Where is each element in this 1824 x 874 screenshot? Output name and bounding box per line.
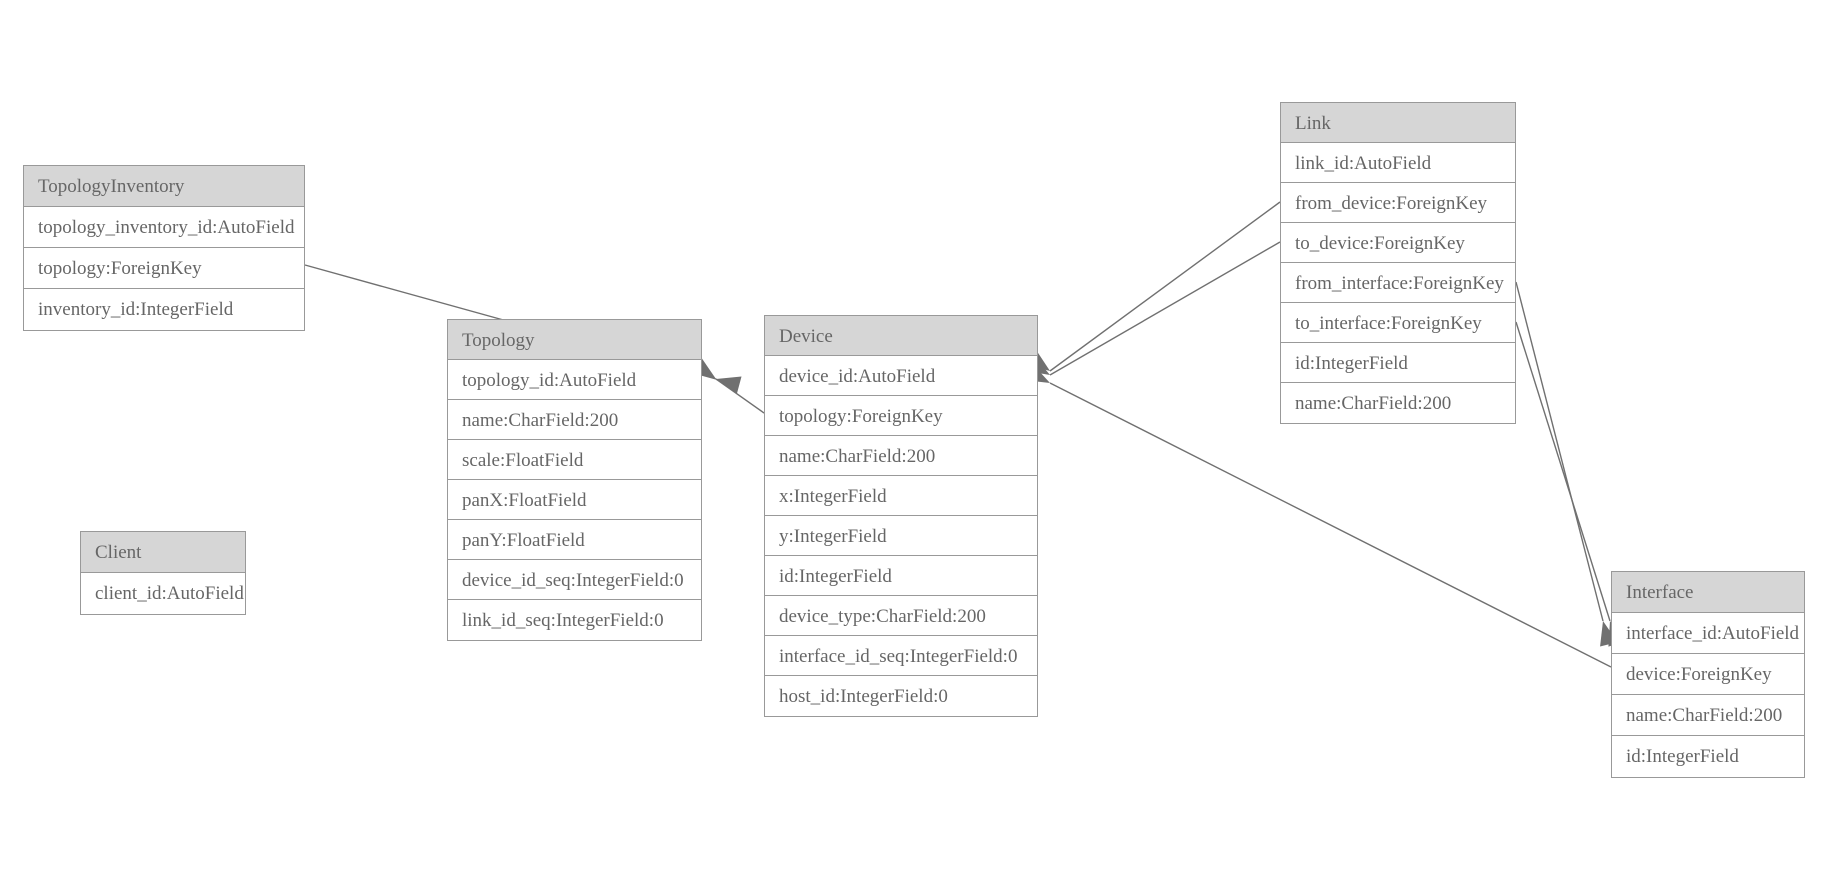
relationship-line: [1049, 241, 1281, 376]
entity-field: host_id:IntegerField:0: [765, 676, 1037, 716]
entity-title-topology_inventory: TopologyInventory: [24, 166, 304, 207]
entity-field: device_id_seq:IntegerField:0: [448, 560, 701, 600]
entity-field: name:CharField:200: [765, 436, 1037, 476]
rel-link-todevice: [1024, 241, 1281, 376]
entity-field: x:IntegerField: [765, 476, 1037, 516]
rel-link-frominterface: [1515, 281, 1618, 647]
rel-link-tointerface: [1515, 321, 1626, 647]
relationship-line: [1515, 321, 1611, 622]
entity-field: device:ForeignKey: [1612, 654, 1804, 695]
rel-device-topology: [691, 357, 765, 414]
entity-field: name:CharField:200: [1612, 695, 1804, 736]
relationship-line: [715, 378, 765, 414]
entity-field: y:IntegerField: [765, 516, 1037, 556]
entity-title-topology: Topology: [448, 320, 701, 360]
relationship-line: [1515, 281, 1604, 622]
entity-field: interface_id:AutoField: [1612, 613, 1804, 654]
entity-field: interface_id_seq:IntegerField:0: [765, 636, 1037, 676]
entity-field: to_device:ForeignKey: [1281, 223, 1515, 263]
entity-field: topology_inventory_id:AutoField: [24, 207, 304, 248]
entity-field: link_id:AutoField: [1281, 143, 1515, 183]
entity-field: id:IntegerField: [765, 556, 1037, 596]
entity-field: inventory_id:IntegerField: [24, 289, 304, 330]
entity-field: from_interface:ForeignKey: [1281, 263, 1515, 303]
entity-field: name:CharField:200: [1281, 383, 1515, 423]
entity-field: device_id:AutoField: [765, 356, 1037, 396]
entity-field: topology_id:AutoField: [448, 360, 701, 400]
entity-field: panY:FloatField: [448, 520, 701, 560]
entity-title-client: Client: [81, 532, 245, 573]
entity-field: link_id_seq:IntegerField:0: [448, 600, 701, 640]
entity-field: id:IntegerField: [1612, 736, 1804, 777]
relationship-arrowhead: [716, 376, 742, 394]
entity-field: topology:ForeignKey: [765, 396, 1037, 436]
entity-title-link: Link: [1281, 103, 1515, 143]
entity-field: device_type:CharField:200: [765, 596, 1037, 636]
entity-title-interface: Interface: [1612, 572, 1804, 613]
entity-field: panX:FloatField: [448, 480, 701, 520]
relationship-line: [1049, 382, 1612, 668]
entity-field: topology:ForeignKey: [24, 248, 304, 289]
entity-title-device: Device: [765, 316, 1037, 356]
entity-field: scale:FloatField: [448, 440, 701, 480]
relationship-line: [1049, 201, 1281, 372]
entity-field: name:CharField:200: [448, 400, 701, 440]
entity-field: id:IntegerField: [1281, 343, 1515, 383]
rel-link-fromdevice: [1025, 201, 1281, 372]
entity-field: to_interface:ForeignKey: [1281, 303, 1515, 343]
entity-field: from_device:ForeignKey: [1281, 183, 1515, 223]
entity-field: client_id:AutoField: [81, 573, 245, 614]
